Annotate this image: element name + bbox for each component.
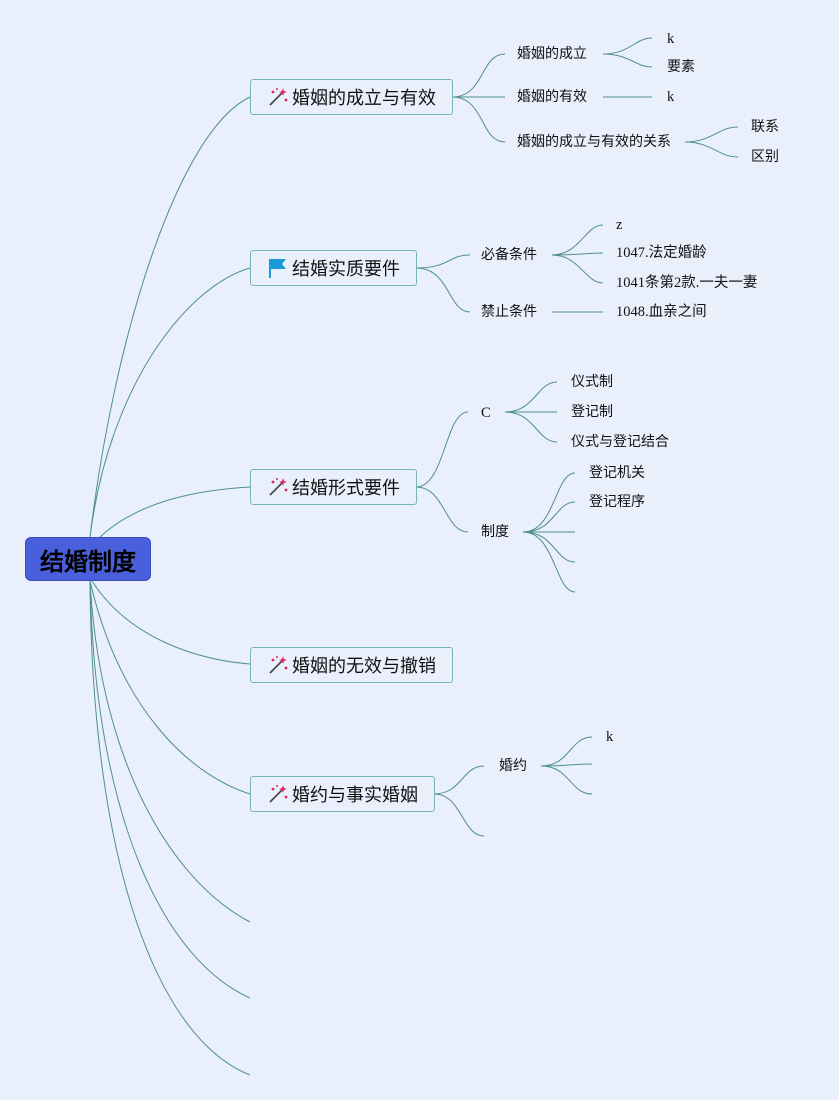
connector-root-empty-8	[89, 580, 251, 1076]
central-topic-label: 结婚制度	[40, 547, 136, 576]
connector-root-topic-1	[89, 96, 251, 538]
topic-engagement-defacto-marriage[interactable]: 婚约与事实婚姻	[250, 776, 435, 812]
subtopic-marriage-validity[interactable]: 婚姻的有效	[517, 89, 587, 105]
connector-root-topic-4	[91, 580, 251, 665]
leaf-connection[interactable]: 联系	[751, 119, 779, 135]
subtopic-establishment-validity-relation[interactable]: 婚姻的成立与有效的关系	[517, 134, 671, 150]
leaf-ceremony-and-registration[interactable]: 仪式与登记结合	[571, 434, 669, 450]
magic-wand-icon	[267, 654, 289, 676]
blue-flag-icon	[267, 257, 289, 279]
topic-substantive-requirements[interactable]: 结婚实质要件	[250, 250, 417, 286]
leaf-registration-system[interactable]: 登记制	[571, 404, 613, 420]
leaf-blood-relatives[interactable]: 1048.血亲之间	[616, 304, 707, 320]
leaf-k[interactable]: k	[606, 729, 614, 745]
topic-marriage-establishment-validity[interactable]: 婚姻的成立与有效	[250, 79, 453, 115]
leaf-registration-procedure[interactable]: 登记程序	[589, 494, 645, 510]
topic-label: 结婚实质要件	[292, 259, 400, 280]
leaf-elements[interactable]: 要素	[667, 59, 695, 75]
topic-invalidity-revocation[interactable]: 婚姻的无效与撤销	[250, 647, 453, 683]
magic-wand-icon	[267, 783, 289, 805]
leaf-registration-authority[interactable]: 登记机关	[589, 465, 645, 481]
topic-label: 结婚形式要件	[292, 478, 400, 499]
connector-root-topic-3	[99, 486, 251, 538]
magic-wand-icon	[267, 476, 289, 498]
subtopic-prohibited-conditions[interactable]: 禁止条件	[481, 304, 537, 320]
topic-label: 婚姻的无效与撤销	[292, 656, 436, 677]
connector-root-empty-7	[89, 580, 251, 999]
topic-label: 婚姻的成立与有效	[292, 88, 436, 109]
connector-root-topic-5	[89, 580, 251, 795]
central-topic[interactable]: 结婚制度	[25, 537, 151, 581]
topic-label: 婚约与事实婚姻	[292, 785, 418, 806]
leaf-k[interactable]: k	[667, 89, 675, 105]
subtopic-c[interactable]: C	[481, 405, 491, 421]
subtopic-required-conditions[interactable]: 必备条件	[481, 247, 537, 263]
subtopic-system[interactable]: 制度	[481, 524, 509, 540]
leaf-legal-marriage-age[interactable]: 1047.法定婚龄	[616, 245, 707, 261]
connector-root-empty-6	[89, 580, 251, 923]
magic-wand-icon	[267, 86, 289, 108]
subtopic-marriage-establishment[interactable]: 婚姻的成立	[517, 46, 587, 62]
connector-root-topic-2	[89, 267, 251, 538]
leaf-z[interactable]: z	[616, 217, 623, 233]
leaf-monogamy[interactable]: 1041条第2款.一夫一妻	[616, 275, 758, 291]
leaf-difference[interactable]: 区别	[751, 149, 779, 165]
subtopic-engagement[interactable]: 婚约	[499, 758, 527, 774]
leaf-k[interactable]: k	[667, 31, 675, 47]
leaf-ceremony-system[interactable]: 仪式制	[571, 374, 613, 390]
topic-formal-requirements[interactable]: 结婚形式要件	[250, 469, 417, 505]
